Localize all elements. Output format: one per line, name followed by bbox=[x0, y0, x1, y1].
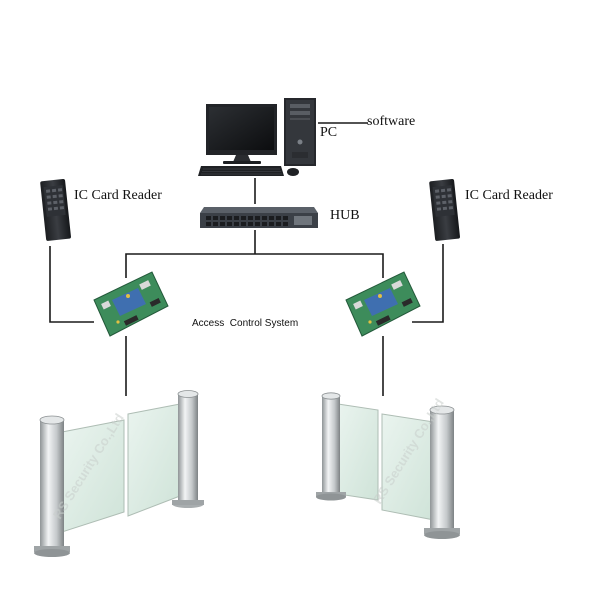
controller-board-right bbox=[345, 271, 421, 337]
reader-left-line bbox=[49, 246, 94, 323]
monitor-base bbox=[223, 161, 261, 164]
pc-label: PC bbox=[320, 125, 338, 140]
network-hub bbox=[200, 207, 318, 228]
access-control-system-label: Access Control System bbox=[192, 318, 299, 329]
swing-gate-left: RS Security Co.,Ltd bbox=[34, 390, 204, 557]
pc-computer bbox=[198, 98, 316, 176]
gate-right-glass-1 bbox=[337, 403, 379, 501]
monitor-screen bbox=[209, 107, 274, 150]
connection-lines bbox=[49, 122, 444, 396]
card-reader-left-label: IC Card Reader bbox=[74, 188, 162, 203]
swing-gate-right: RS Security Co.,Ltd bbox=[316, 392, 460, 539]
hub-label: HUB bbox=[330, 208, 360, 223]
gate-left-glass-2 bbox=[127, 403, 181, 517]
monitor-stand bbox=[233, 155, 251, 162]
keyboard bbox=[198, 166, 284, 176]
mouse bbox=[287, 168, 299, 176]
card-reader-right-label: IC Card Reader bbox=[465, 188, 553, 203]
hub-branch-line bbox=[125, 253, 384, 278]
card-reader-right bbox=[429, 178, 460, 241]
software-label: software bbox=[367, 114, 416, 129]
controller-board-left bbox=[93, 271, 169, 337]
card-reader-left bbox=[40, 178, 71, 241]
hub-top bbox=[200, 207, 318, 213]
reader-right-line bbox=[412, 244, 444, 323]
